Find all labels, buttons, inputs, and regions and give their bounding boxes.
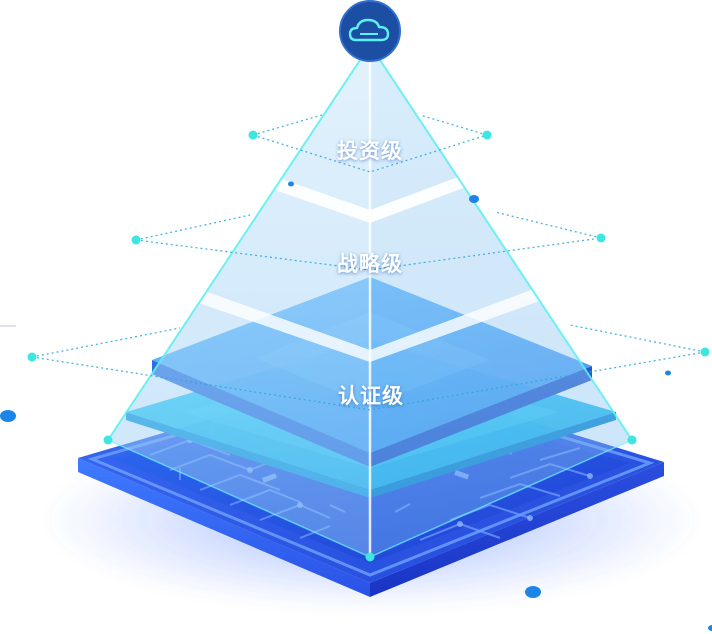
floating-dots (0, 181, 712, 631)
leader-nodes (27, 130, 710, 562)
level-label-strategic: 战略级 (337, 252, 403, 276)
pyramid-body (107, 44, 633, 558)
apex-badge (339, 0, 401, 62)
level-label-certified: 认证级 (338, 384, 404, 408)
leader-lines (31, 114, 706, 411)
cloud-icon (348, 18, 390, 42)
level-label-investment: 投资级 (337, 139, 403, 163)
